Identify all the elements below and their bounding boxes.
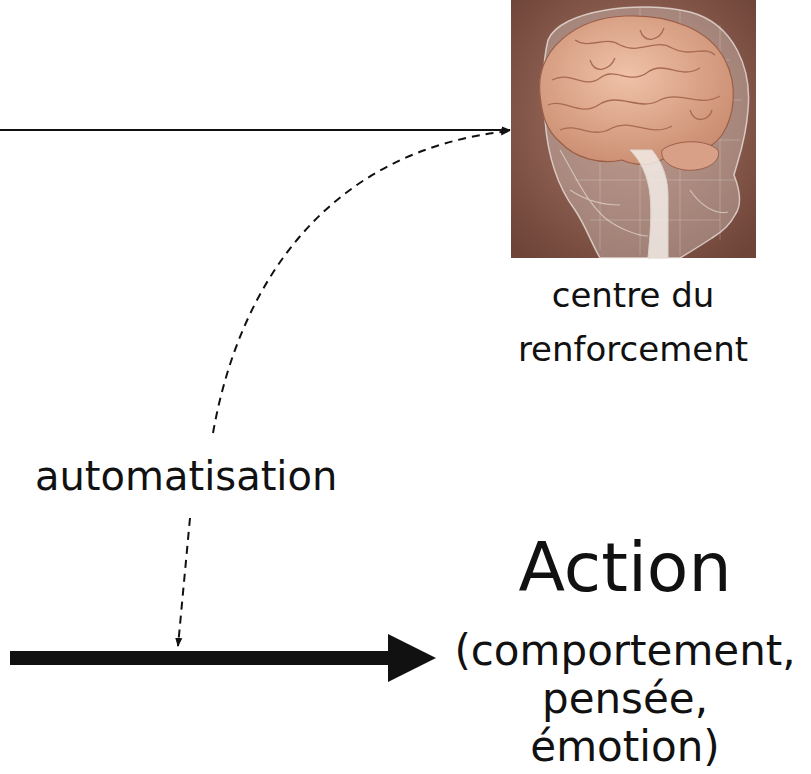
node-body: (comportement, pensée, émotion) (454, 627, 795, 771)
node-caption: centre du renforcement (483, 268, 783, 376)
brain-illustration (511, 0, 756, 258)
input-arrow (0, 129, 510, 131)
dashed-line (178, 518, 190, 646)
node-title: Action (519, 530, 732, 605)
dashed-curve (213, 131, 509, 433)
thick-arrow (10, 634, 436, 682)
image-node: centre du renforcement (470, 0, 796, 376)
action-node: Action (comportement, pensée, émotion) (440, 530, 810, 771)
annotation-label: automatisation (35, 452, 337, 500)
